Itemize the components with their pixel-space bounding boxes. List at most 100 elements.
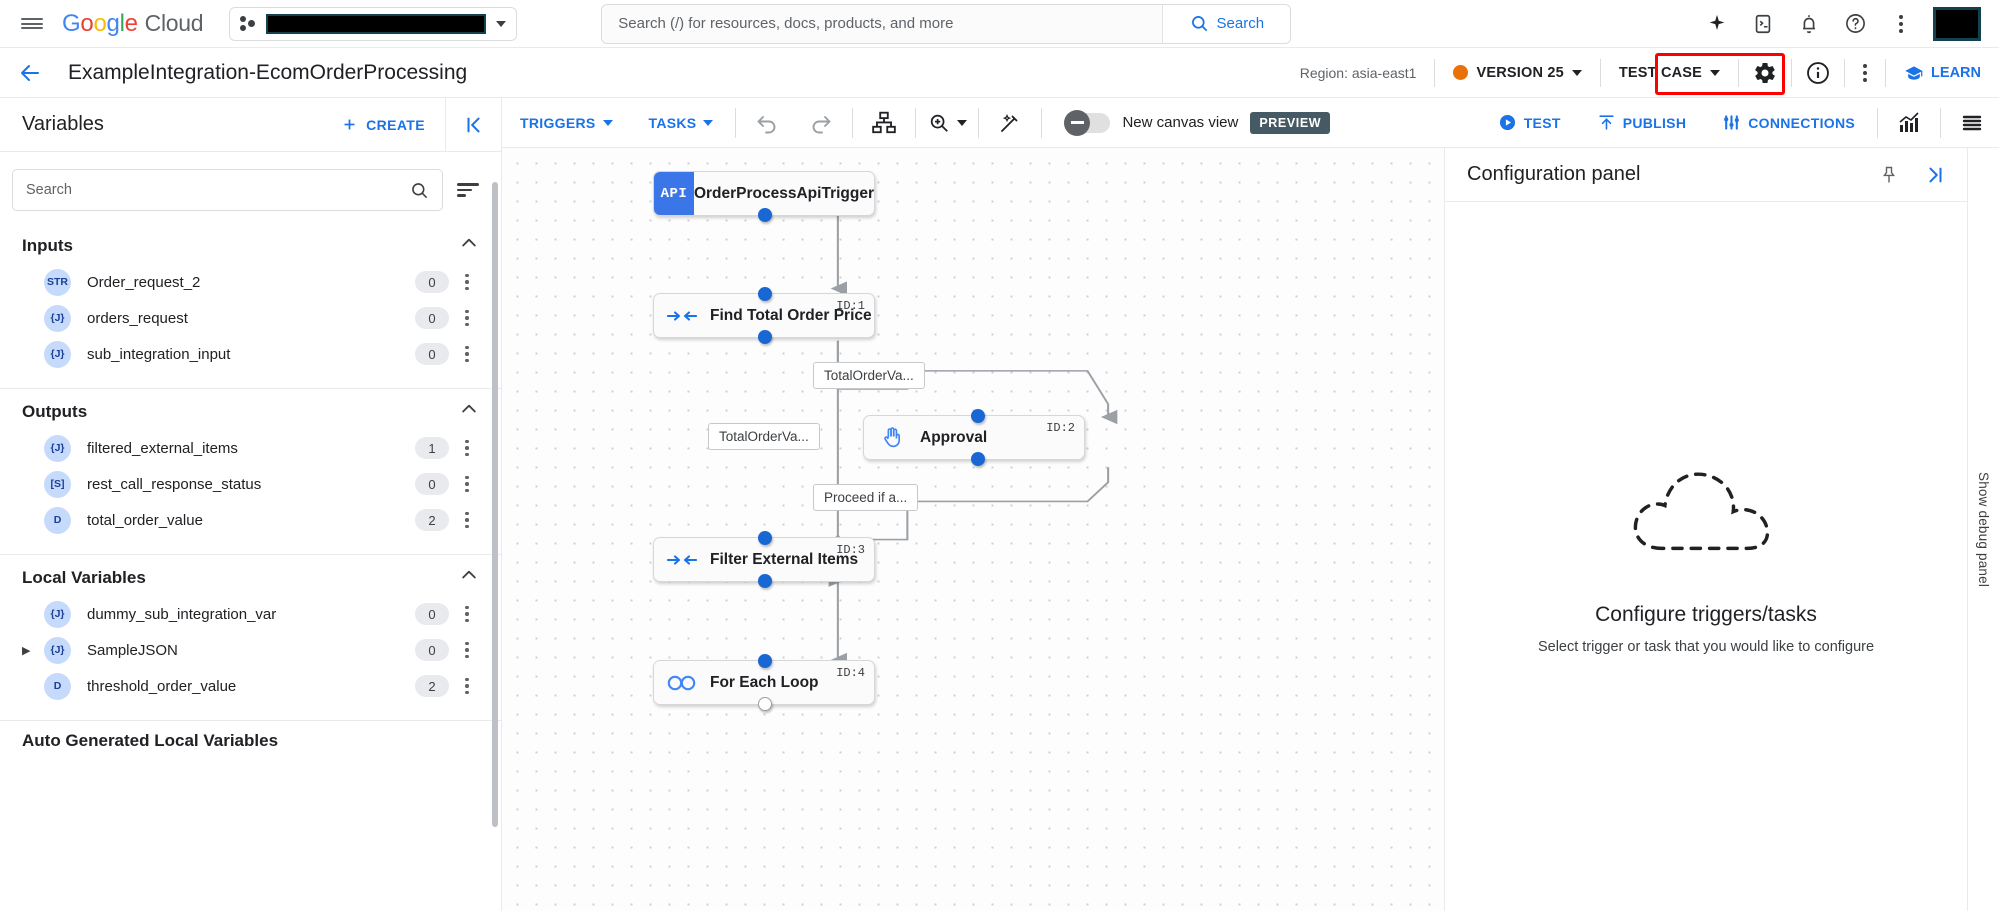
expand-arrow-icon[interactable]: ▶	[22, 644, 31, 657]
google-cloud-logo[interactable]: Google Cloud	[62, 9, 204, 38]
variable-row-kebab-icon[interactable]	[453, 309, 481, 327]
node-output-port[interactable]	[758, 208, 772, 222]
chevron-up-icon[interactable]	[459, 399, 479, 424]
approval-hand-icon	[864, 425, 920, 450]
search-input[interactable]	[602, 4, 1163, 43]
chevron-up-icon	[462, 404, 476, 413]
new-canvas-view-toggle[interactable]	[1064, 109, 1111, 136]
variable-type-badge: {J}	[44, 340, 71, 368]
project-selector[interactable]	[229, 6, 518, 41]
expand-panel-button[interactable]	[1915, 155, 1955, 195]
test-case-selector[interactable]: TEST CASE	[1601, 65, 1738, 81]
variable-name: sub_integration_input	[87, 345, 231, 363]
auto-layout-button[interactable]	[857, 103, 911, 143]
topbar-more-kebab-icon[interactable]	[1881, 4, 1921, 44]
variables-title: Variables	[22, 113, 104, 135]
variable-row-kebab-icon[interactable]	[453, 345, 481, 363]
version-selector[interactable]: VERSION 25	[1435, 65, 1599, 81]
variable-row-kebab-icon[interactable]	[453, 511, 481, 529]
variables-section-header[interactable]: Auto Generated Local Variables	[0, 721, 501, 757]
canvas-node-label: Find Total Order Price	[710, 306, 872, 324]
arrow-back-icon[interactable]	[10, 53, 50, 93]
variable-usage-count: 0	[415, 473, 449, 495]
settings-button[interactable]	[1739, 53, 1791, 93]
info-circle-icon	[1807, 61, 1829, 84]
variables-scrollbar[interactable]	[492, 182, 498, 827]
variables-section-header[interactable]: Inputs	[0, 223, 501, 264]
sort-filter-icon[interactable]	[457, 183, 481, 197]
variable-row-kebab-icon[interactable]	[453, 605, 481, 623]
node-input-port[interactable]	[758, 531, 772, 545]
cloud-shell-icon[interactable]	[1743, 4, 1783, 44]
variables-section-header[interactable]: Outputs	[0, 389, 501, 430]
triggers-menu[interactable]: TRIGGERS	[502, 115, 631, 131]
redo-button[interactable]	[794, 103, 848, 143]
variable-row-kebab-icon[interactable]	[453, 641, 481, 659]
variable-row-kebab-icon[interactable]	[453, 273, 481, 291]
node-output-port[interactable]	[971, 452, 985, 466]
node-input-port[interactable]	[758, 654, 772, 668]
metrics-button[interactable]	[1882, 103, 1936, 143]
chevron-up-icon[interactable]	[459, 565, 479, 590]
logs-button[interactable]	[1945, 103, 1999, 143]
collapse-variables-panel-button[interactable]	[445, 98, 501, 151]
publish-button[interactable]: PUBLISH	[1579, 113, 1705, 132]
search-button[interactable]: Search	[1162, 4, 1291, 43]
zoom-control[interactable]	[920, 103, 974, 143]
variables-search-input[interactable]	[26, 182, 410, 198]
search-icon	[1191, 16, 1207, 32]
node-output-port[interactable]	[758, 697, 772, 711]
account-avatar[interactable]	[1933, 6, 1981, 41]
chevron-up-icon[interactable]	[459, 233, 479, 258]
create-variable-button[interactable]: CREATE	[321, 116, 445, 133]
google-wordmark: Google	[62, 9, 138, 37]
pin-panel-button[interactable]	[1869, 155, 1909, 195]
zoom-in-icon	[930, 114, 948, 132]
variable-name: SampleJSON	[87, 641, 178, 659]
info-button[interactable]	[1792, 53, 1844, 93]
variable-row-kebab-icon[interactable]	[453, 475, 481, 493]
variable-row-kebab-icon[interactable]	[453, 677, 481, 695]
undo-button[interactable]	[740, 103, 794, 143]
data-mapping-icon	[654, 305, 710, 327]
project-name-redacted	[266, 13, 487, 34]
test-button[interactable]: TEST	[1480, 113, 1579, 132]
node-input-port[interactable]	[971, 409, 985, 423]
workspace-column: TRIGGERS TASKS	[502, 98, 1999, 911]
magic-wand-button[interactable]	[983, 103, 1037, 143]
node-output-port[interactable]	[758, 574, 772, 588]
show-debug-panel-rail[interactable]: Show debug panel	[1967, 148, 1999, 911]
global-search[interactable]: Search	[601, 3, 1292, 44]
hamburger-icon[interactable]	[10, 2, 54, 46]
variables-section-header[interactable]: Local Variables	[0, 555, 501, 596]
connections-button[interactable]: CONNECTIONS	[1704, 113, 1873, 132]
divider	[978, 107, 980, 138]
gemini-sparkle-icon[interactable]	[1697, 4, 1737, 44]
notifications-bell-icon[interactable]	[1789, 4, 1829, 44]
node-output-port[interactable]	[758, 330, 772, 344]
tasks-menu[interactable]: TASKS	[631, 115, 732, 131]
list-logs-icon	[1962, 115, 1982, 130]
node-input-port[interactable]	[758, 287, 772, 301]
page-more-kebab-icon[interactable]	[1845, 53, 1885, 93]
help-question-icon[interactable]	[1835, 4, 1875, 44]
variables-search-box[interactable]	[12, 169, 443, 211]
variable-row-kebab-icon[interactable]	[453, 439, 481, 457]
learn-button[interactable]: LEARN	[1886, 63, 1981, 83]
